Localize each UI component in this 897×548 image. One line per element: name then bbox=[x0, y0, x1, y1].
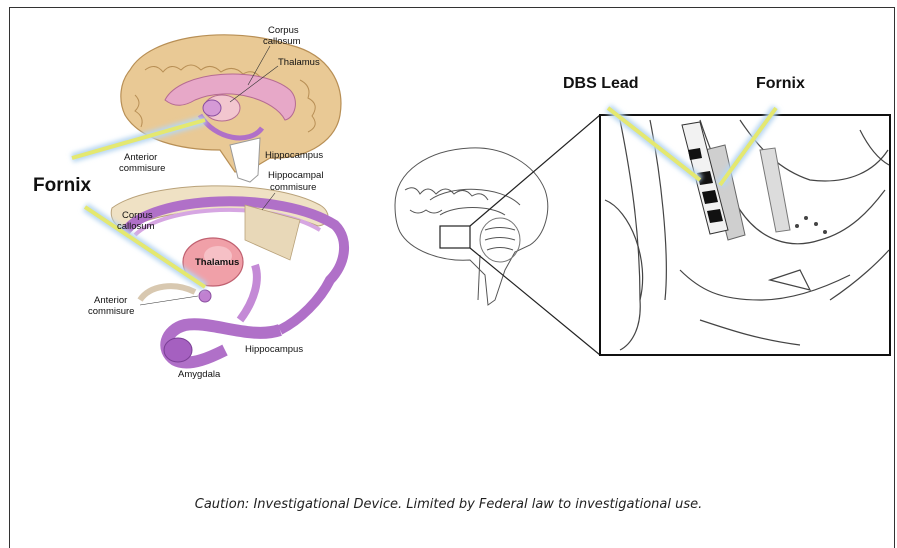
zoom-box bbox=[440, 226, 470, 248]
label-hippocampal-commisure-1: Hippocampal bbox=[268, 170, 323, 181]
caption-text: Caution: Investigational Device. Limited… bbox=[0, 497, 897, 512]
label-amygdala: Amygdala bbox=[178, 369, 221, 380]
label-dbs-lead: DBS Lead bbox=[563, 75, 639, 92]
label-hippocampus-bottom: Hippocampus bbox=[245, 344, 303, 355]
label-anterior-commisure-bottom-2: commisure bbox=[88, 306, 134, 317]
label-thalamus-bottom: Thalamus bbox=[195, 257, 239, 268]
label-anterior-commisure-top-2: commisure bbox=[119, 163, 165, 174]
label-corpus-callosum-top-2: callosum bbox=[263, 36, 301, 47]
label-anterior-commisure-bottom-1: Anterior bbox=[94, 295, 127, 306]
label-corpus-callosum-bottom-2: callosum bbox=[117, 221, 155, 232]
label-hippocampus-top: Hippocampus bbox=[265, 150, 323, 161]
zoom-line-bottom bbox=[470, 248, 600, 355]
label-thalamus-top: Thalamus bbox=[278, 57, 320, 68]
label-anterior-commisure-top-1: Anterior bbox=[124, 152, 157, 163]
line-art-brain bbox=[395, 148, 548, 305]
label-hippocampal-commisure-2: commisure bbox=[270, 182, 316, 193]
label-corpus-callosum-top-1: Corpus bbox=[268, 25, 299, 36]
zoom-line-top bbox=[470, 115, 600, 226]
label-corpus-callosum-bottom-1: Corpus bbox=[122, 210, 153, 221]
label-fornix-right: Fornix bbox=[756, 75, 805, 92]
label-fornix-left: Fornix bbox=[33, 175, 91, 196]
